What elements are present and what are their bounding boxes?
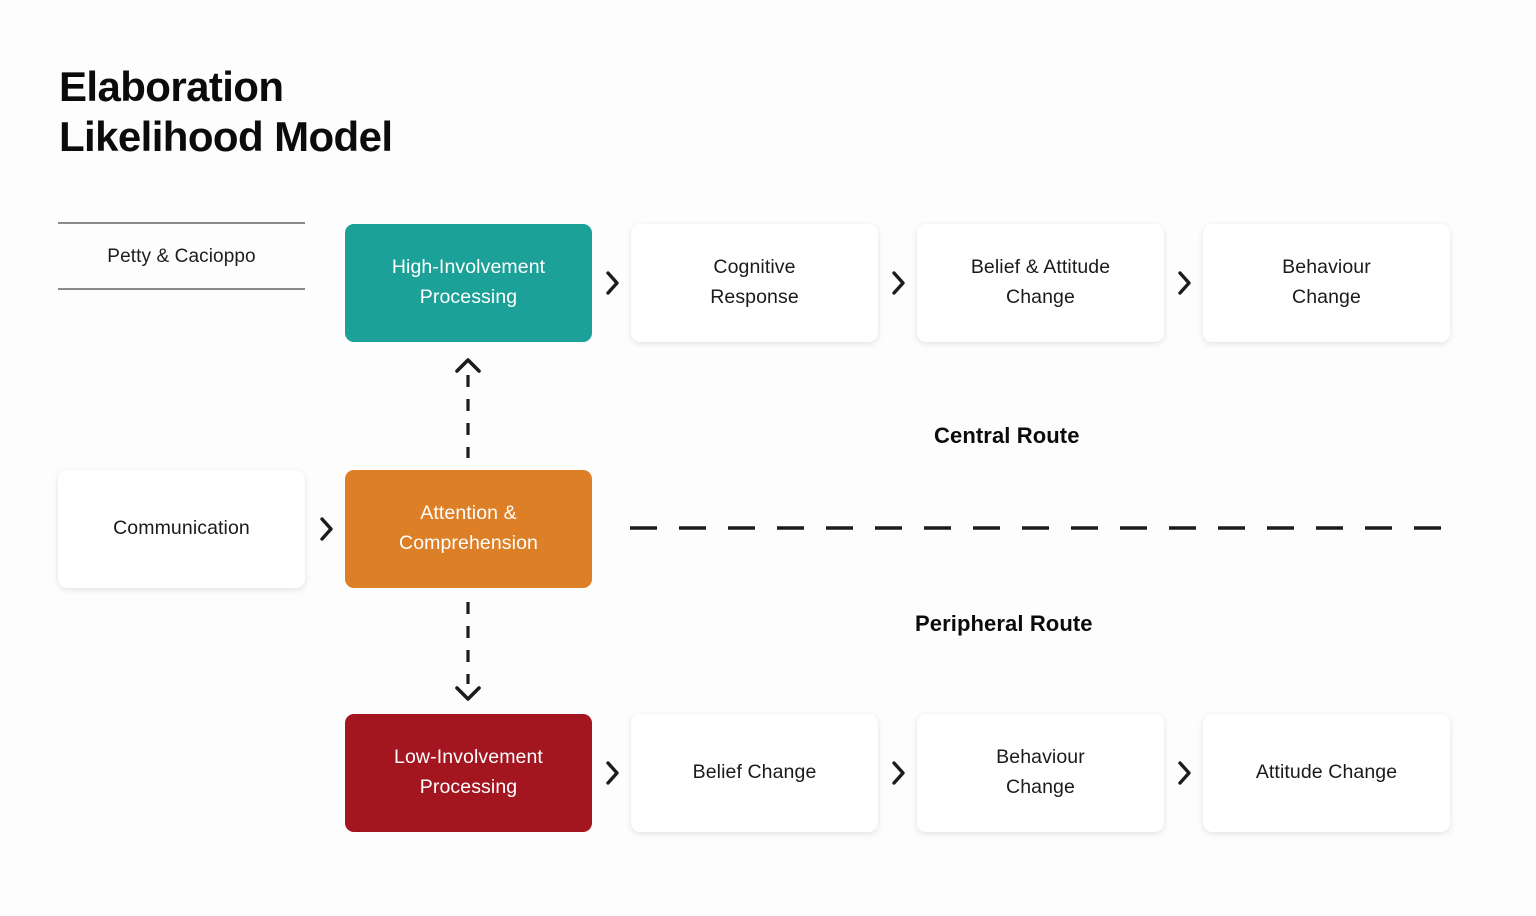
route-label-peripheral: Peripheral Route: [915, 611, 1093, 636]
node-behaviour-change-central[interactable]: Behaviour Change: [1203, 224, 1450, 342]
page-title: Elaboration Likelihood Model: [59, 63, 393, 160]
node-high-involvement-processing[interactable]: High-Involvement Processing: [345, 224, 592, 342]
chevron-right-icon: [314, 513, 340, 545]
route-divider-dashed-line: [630, 526, 1452, 530]
node-behaviour-change-peripheral[interactable]: Behaviour Change: [917, 714, 1164, 832]
node-attitude-change[interactable]: Attitude Change: [1203, 714, 1450, 832]
route-label-central: Central Route: [934, 423, 1080, 448]
chevron-right-icon: [1172, 757, 1198, 789]
source-attribution-block: Petty & Cacioppo: [58, 222, 305, 290]
source-rule-top: [58, 222, 305, 224]
chevron-right-icon: [886, 757, 912, 789]
source-label: Petty & Cacioppo: [107, 246, 256, 267]
connector-up-to-high-involvement: [451, 355, 485, 460]
node-belief-attitude-change[interactable]: Belief & Attitude Change: [917, 224, 1164, 342]
node-cognitive-response[interactable]: Cognitive Response: [631, 224, 878, 342]
source-rule-bottom: [58, 288, 305, 290]
connector-down-to-low-involvement: [451, 600, 485, 705]
chevron-right-icon: [600, 267, 626, 299]
node-low-involvement-processing[interactable]: Low-Involvement Processing: [345, 714, 592, 832]
chevron-right-icon: [886, 267, 912, 299]
node-belief-change[interactable]: Belief Change: [631, 714, 878, 832]
chevron-right-icon: [600, 757, 626, 789]
node-communication[interactable]: Communication: [58, 470, 305, 588]
node-attention-comprehension[interactable]: Attention & Comprehension: [345, 470, 592, 588]
chevron-right-icon: [1172, 267, 1198, 299]
